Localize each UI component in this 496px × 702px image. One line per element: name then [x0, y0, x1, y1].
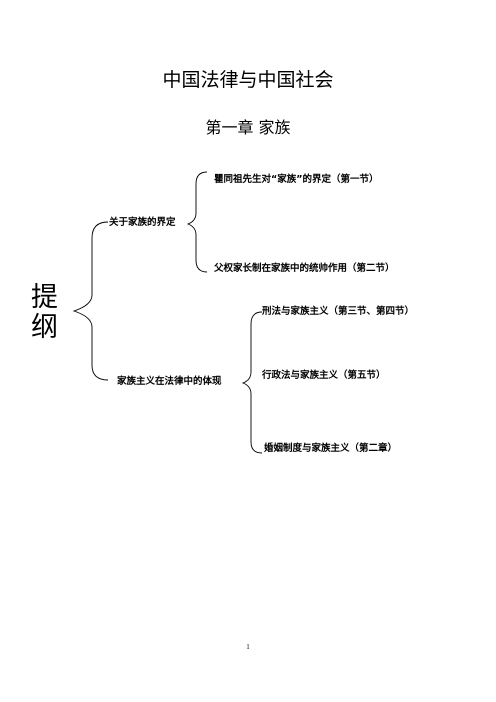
branch2-brace [241, 311, 263, 454]
outline-label-char-1: 提 [31, 282, 58, 313]
branch1-child-1: 瞿同祖先生对“家族”的界定（第一节） [214, 174, 379, 185]
outline-label-char-2: 纲 [31, 312, 58, 343]
branch1-label: 关于家族的界定 [109, 217, 176, 228]
page-number: 1 [246, 643, 250, 651]
main-brace [72, 221, 109, 381]
branch2-child-3: 婚姻制度与家族主义（第二章） [264, 443, 398, 454]
branch2-child-1: 刑法与家族主义（第三节、第四节） [262, 306, 415, 317]
branch2-label: 家族主义在法律中的体现 [117, 376, 222, 387]
branch2-child-2: 行政法与家族主义（第五节） [262, 370, 386, 381]
document-title: 中国法律与中国社会 [162, 69, 334, 91]
outline-label: 提 纲 [31, 283, 61, 343]
branch1-brace [186, 171, 208, 273]
branch1-child-2: 父权家长制在家族中的统帅作用（第二节） [214, 263, 395, 274]
chapter-heading: 第一章 家族 [0, 120, 496, 136]
chapter-heading-text: 第一章 家族 [205, 118, 291, 137]
